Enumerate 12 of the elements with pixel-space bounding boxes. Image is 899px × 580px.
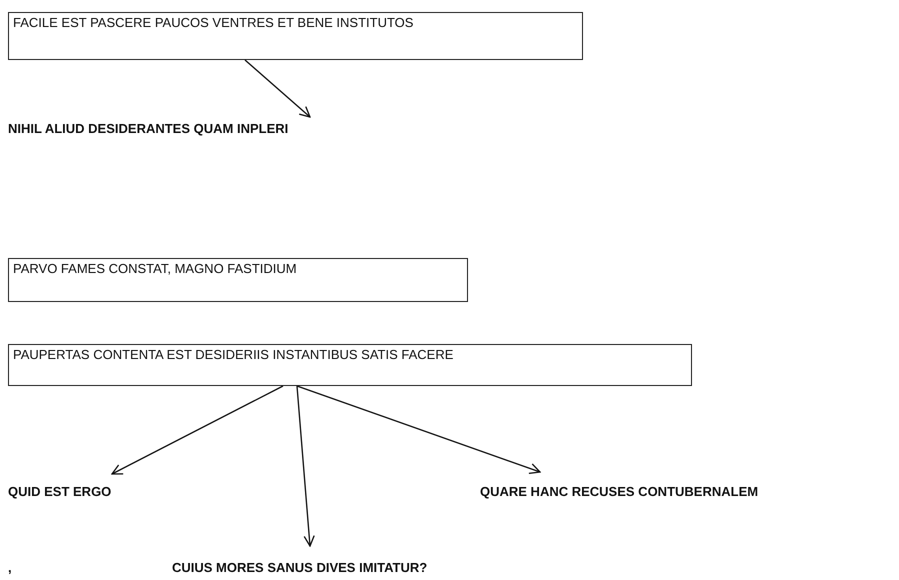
text-box: FACILE EST PASCERE PAUCOS VENTRES ET BENE INSTITUTOS [8,12,583,60]
text-box: PAUPERTAS CONTENTA EST DESIDERIIS INSTANTIBUS SATIS FACERE [8,344,692,386]
arrow [111,385,284,475]
arrow [296,386,315,547]
bold-text: NIHIL ALIUD DESIDERANTES QUAM INPLERI [8,121,288,137]
bold-text: CUIUS MORES SANUS DIVES IMITATUR? [172,560,428,576]
text-box: PARVO FAMES CONSTAT, MAGNO FASTIDIUM [8,258,468,302]
arrow [244,60,311,118]
comma-mark: , [8,559,12,577]
arrow [296,385,541,474]
bold-text: QUARE HANC RECUSES CONTUBERNALEM [480,484,758,500]
bold-text: QUID EST ERGO [8,484,112,500]
